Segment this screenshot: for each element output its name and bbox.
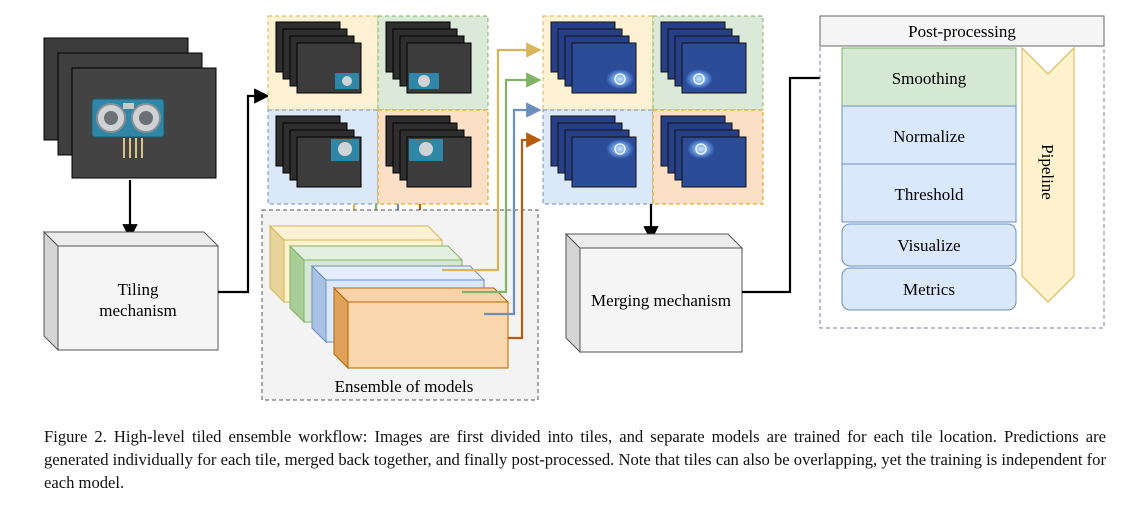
step-normalize-label: Normalize [893,127,965,146]
step-metrics-label: Metrics [903,280,955,299]
pipeline-arrow-shape [1021,46,1075,303]
input-image-stack [43,37,217,179]
arrow-orange-to-prediction [508,132,542,340]
step-visualize [841,223,1017,267]
model-orange [347,301,509,369]
post-processing-header [819,15,1105,47]
tiling-label-line1: Tiling [118,280,159,299]
figure-caption: Figure 2. High-level tiled ensemble work… [44,425,1106,494]
step-visualize-label: Visualize [897,236,960,255]
prediction-image-stack [550,115,637,188]
step-normalize [841,105,1017,165]
workflow-diagram: Tiling mechanism Ensemble of models [42,15,1105,401]
caption-prefix: Figure 2. [44,427,107,446]
post-processing-title: Post-processing [908,22,1016,41]
tile-image-stack [275,21,362,94]
step-smoothing [841,47,1017,107]
pipeline-label: Pipeline [1038,144,1057,200]
prediction-image-stack [660,21,747,94]
step-threshold [841,163,1017,223]
tile-image-stack [385,115,472,188]
arrow-blue-to-prediction [484,102,542,316]
tile-image-stack [385,21,472,94]
ensemble-label: Ensemble of models [335,377,474,396]
tile-image-stack [275,115,362,188]
tiling-mechanism-box: Tiling mechanism [42,230,220,352]
caption-text: High-level tiled ensemble workflow: Imag… [44,427,1106,492]
arrow-yellow-to-prediction [442,42,542,272]
arrow-merging-to-postprocessing [742,70,838,294]
prediction-image-stack [660,115,747,188]
post-processing-panel: Post-processing Smoothing Normalize Thre… [819,15,1105,329]
prediction-image-stack [550,21,637,94]
step-metrics [841,267,1017,311]
ensemble-of-models: Ensemble of models [261,209,539,401]
sensor-image [91,98,165,158]
tiling-label-line2: mechanism [99,301,176,320]
arrow-green-to-prediction [462,72,542,294]
merging-mechanism-box: Merging mechanism [564,232,744,354]
step-threshold-label: Threshold [895,185,964,204]
arrow-tiling-to-tiles [218,88,270,294]
tiles-grid [267,15,489,205]
prediction-grid [542,15,764,205]
step-smoothing-label: Smoothing [892,69,967,88]
merging-label: Merging mechanism [591,291,731,310]
